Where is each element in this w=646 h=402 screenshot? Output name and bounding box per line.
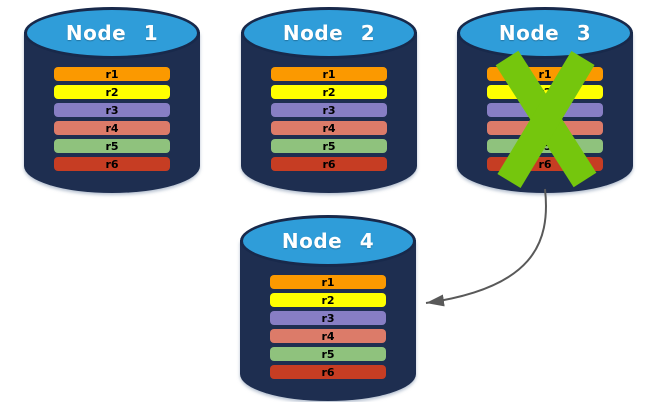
replica-row-r5: r5 xyxy=(271,139,387,153)
node-2: Node 2 r1 r2 r3 r4 r5 r6 xyxy=(241,7,417,193)
replica-row-label: r1 xyxy=(322,67,336,81)
replica-row-r5: r5 xyxy=(54,139,170,153)
replica-row-label: r2 xyxy=(322,85,336,99)
replica-row-label: r5 xyxy=(321,347,335,361)
replica-row-label: r6 xyxy=(322,157,336,171)
node-4-cylinder-top: Node 4 xyxy=(240,215,416,267)
replica-row-label: r6 xyxy=(321,365,335,379)
replica-row-label: r4 xyxy=(105,121,119,135)
replica-row-r1: r1 xyxy=(271,67,387,81)
replica-row-r4: r4 xyxy=(487,121,603,135)
replica-row-label: r5 xyxy=(105,139,119,153)
replica-row-label: r4 xyxy=(321,329,335,343)
node-3-rows: r1 r2 r3 r4 r5 r6 xyxy=(487,67,603,175)
node-2-cylinder-top: Node 2 xyxy=(241,7,417,59)
replica-row-label: r1 xyxy=(538,67,552,81)
node-1: Node 1 r1 r2 r3 r4 r5 r6 xyxy=(24,7,200,193)
replica-row-r2: r2 xyxy=(271,85,387,99)
replica-row-r1: r1 xyxy=(54,67,170,81)
replica-row-r3: r3 xyxy=(487,103,603,117)
replica-row-label: r2 xyxy=(321,293,335,307)
replica-row-r1: r1 xyxy=(487,67,603,81)
replica-row-label: r2 xyxy=(105,85,119,99)
node-3: Node 3 r1 r2 r3 r4 r5 r6 xyxy=(457,7,633,193)
replica-row-label: r1 xyxy=(105,67,119,81)
replica-row-label: r2 xyxy=(538,85,552,99)
replica-row-r2: r2 xyxy=(54,85,170,99)
replica-row-label: r3 xyxy=(322,103,336,117)
node-2-title: Node 2 xyxy=(282,21,376,45)
node-3-title: Node 3 xyxy=(498,21,592,45)
replica-row-r6: r6 xyxy=(270,365,386,379)
replica-row-r2: r2 xyxy=(487,85,603,99)
replica-row-label: r3 xyxy=(321,311,335,325)
node-2-rows: r1 r2 r3 r4 r5 r6 xyxy=(271,67,387,175)
replica-row-label: r1 xyxy=(321,275,335,289)
replica-row-r5: r5 xyxy=(270,347,386,361)
node-1-cylinder-top: Node 1 xyxy=(24,7,200,59)
replica-row-r3: r3 xyxy=(54,103,170,117)
replica-row-r2: r2 xyxy=(270,293,386,307)
replica-row-label: r4 xyxy=(538,121,552,135)
replica-row-r4: r4 xyxy=(270,329,386,343)
replication-arrow xyxy=(425,188,547,307)
replica-row-label: r5 xyxy=(322,139,336,153)
replica-row-r4: r4 xyxy=(54,121,170,135)
node-1-title: Node 1 xyxy=(65,21,159,45)
replica-row-r3: r3 xyxy=(271,103,387,117)
replica-row-r1: r1 xyxy=(270,275,386,289)
node-1-rows: r1 r2 r3 r4 r5 r6 xyxy=(54,67,170,175)
node-4-title: Node 4 xyxy=(281,229,375,253)
replica-row-label: r6 xyxy=(105,157,119,171)
replica-row-r4: r4 xyxy=(271,121,387,135)
replica-row-label: r3 xyxy=(538,103,552,117)
replica-row-label: r6 xyxy=(538,157,552,171)
node-3-cylinder-top: Node 3 xyxy=(457,7,633,59)
node-4: Node 4 r1 r2 r3 r4 r5 r6 xyxy=(240,215,416,401)
node-4-rows: r1 r2 r3 r4 r5 r6 xyxy=(270,275,386,383)
replica-row-label: r5 xyxy=(538,139,552,153)
replica-row-r6: r6 xyxy=(54,157,170,171)
replica-row-r3: r3 xyxy=(270,311,386,325)
replica-row-r5: r5 xyxy=(487,139,603,153)
replica-row-r6: r6 xyxy=(487,157,603,171)
replica-row-label: r4 xyxy=(322,121,336,135)
replica-row-label: r3 xyxy=(105,103,119,117)
replica-row-r6: r6 xyxy=(271,157,387,171)
